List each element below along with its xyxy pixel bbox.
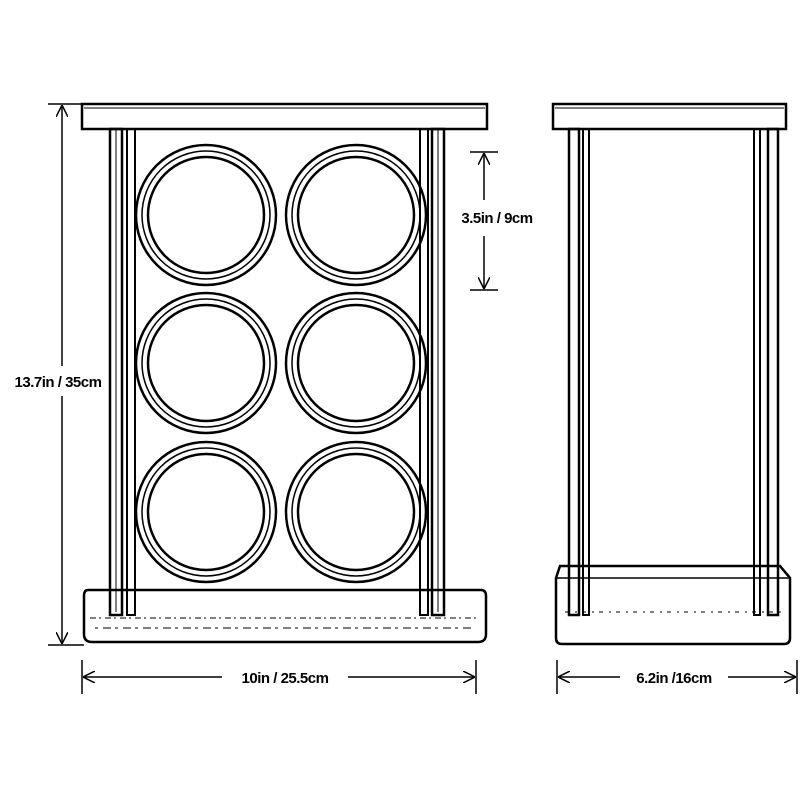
front-bottle-rings — [134, 143, 428, 584]
ring-top-right — [284, 143, 428, 287]
side-right-post — [753, 127, 780, 617]
depth-dimension: 6.2in /16cm — [556, 660, 798, 694]
front-view — [80, 102, 489, 644]
width-dimension: 10in / 25.5cm — [81, 660, 477, 694]
ring-top-left — [134, 143, 278, 287]
ring-middle-left — [134, 291, 278, 435]
ring-bottom-left — [134, 440, 278, 584]
front-base-block — [82, 588, 488, 644]
side-base-block — [554, 564, 792, 646]
side-top-board — [551, 102, 788, 131]
height-label: 13.7in / 35cm — [15, 374, 102, 391]
side-left-post — [567, 127, 590, 617]
ring-label: 3.5in / 9cm — [461, 210, 532, 227]
front-left-post — [108, 127, 136, 617]
width-label: 10in / 25.5cm — [242, 670, 329, 687]
side-view — [551, 102, 792, 646]
height-dimension: 13.7in / 35cm — [15, 103, 102, 646]
ring-middle-right — [284, 291, 428, 435]
ring-bottom-right — [284, 440, 428, 584]
ring-dimension: 3.5in / 9cm — [461, 151, 533, 291]
front-top-board — [80, 102, 489, 131]
depth-label: 6.2in /16cm — [636, 670, 712, 687]
